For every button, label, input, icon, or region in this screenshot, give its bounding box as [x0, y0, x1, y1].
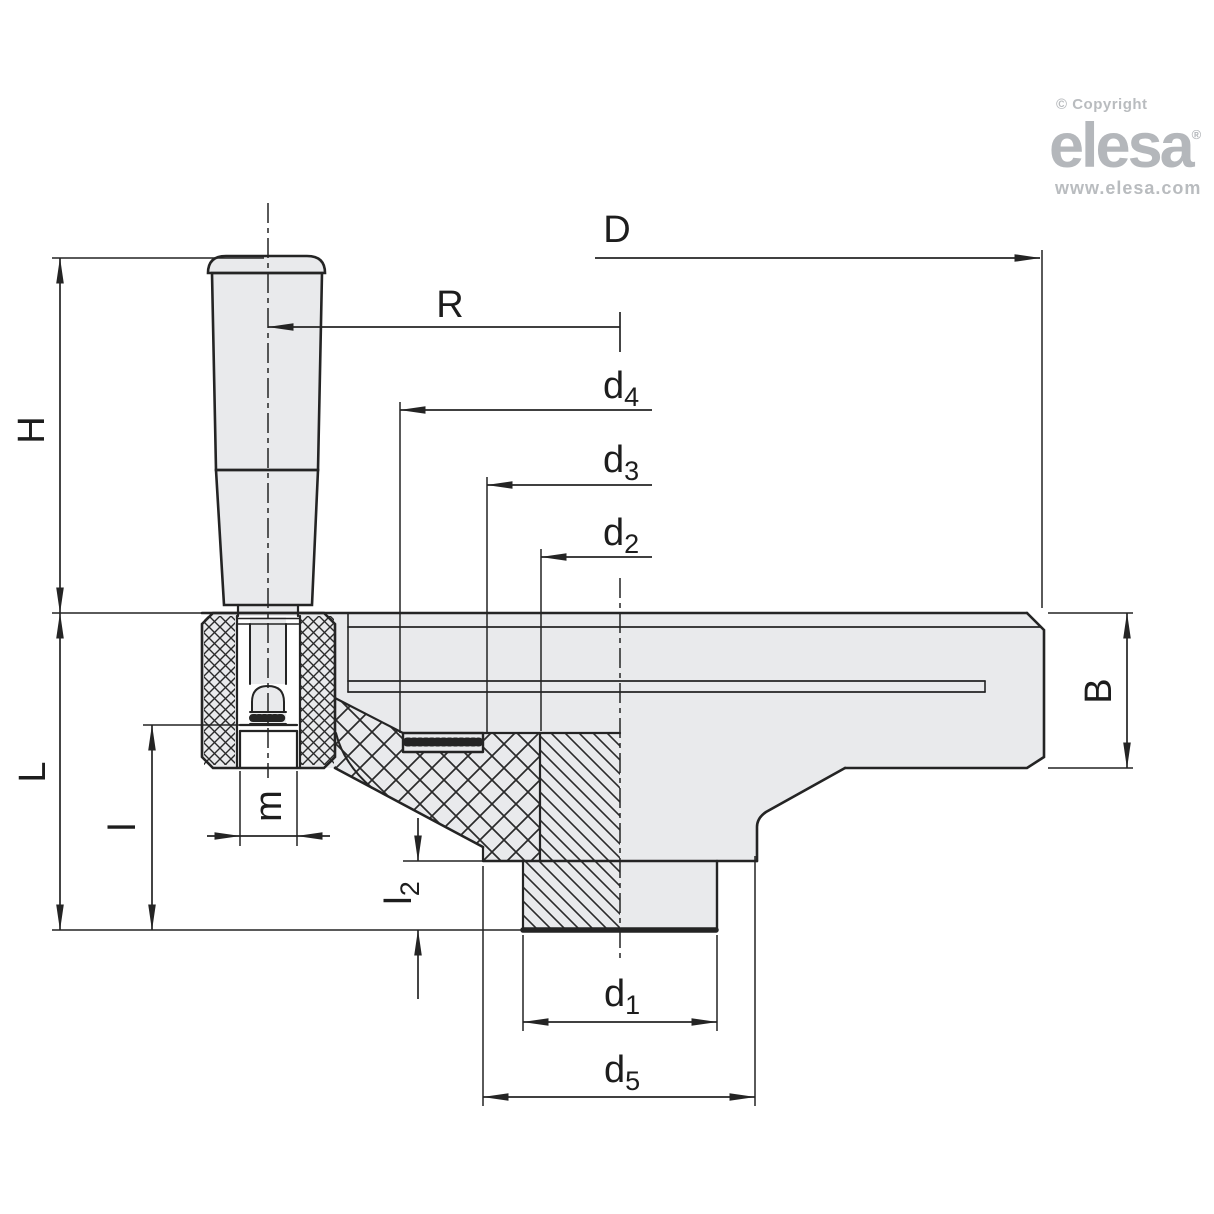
label-d3-sub: 3 — [624, 456, 639, 486]
label-d1: d1 — [604, 973, 640, 1020]
label-d1-sub: 1 — [625, 990, 640, 1020]
knurl-hatch-left — [204, 616, 235, 765]
web-top-slant — [333, 696, 405, 735]
label-L: L — [12, 761, 54, 782]
handle-upper — [212, 273, 322, 470]
stud-sides — [249, 623, 287, 685]
label-d4: d4 — [603, 365, 639, 412]
hub-channel-walls — [235, 614, 302, 770]
knurl-hatch-right — [301, 616, 334, 765]
dimension-H — [52, 257, 264, 614]
handwheel-body — [202, 256, 1044, 929]
boss-metal-hatch-upper — [540, 733, 620, 861]
label-d2-base: d — [603, 512, 624, 554]
label-l2-base: l — [378, 896, 420, 904]
label-d2-sub: 2 — [624, 529, 639, 559]
dimension-d1 — [522, 935, 718, 1031]
label-d3-base: d — [603, 439, 624, 481]
serrated-band-edges — [401, 731, 485, 754]
label-l2-sub: 2 — [395, 881, 425, 896]
hub-web-fillet — [335, 732, 373, 789]
label-d5-sub: 5 — [625, 1066, 640, 1096]
ext-lines — [1048, 612, 1133, 769]
dimension-B — [1048, 612, 1133, 769]
label-d2: d2 — [603, 512, 639, 559]
elesa-logo: elesa® — [1049, 110, 1201, 182]
dimension-l2 — [403, 818, 483, 999]
label-B: B — [1078, 678, 1120, 703]
label-D: D — [603, 209, 630, 251]
label-d5-base: d — [604, 1049, 625, 1091]
handle-cap-outline — [206, 254, 327, 275]
label-m: m — [248, 790, 290, 822]
handle-cap — [208, 256, 325, 273]
label-d5: d5 — [604, 1049, 640, 1096]
dimension-l — [143, 724, 240, 931]
dimension-L — [52, 612, 523, 931]
web-bottom-slope — [333, 766, 485, 849]
label-d4-sub: 4 — [624, 382, 639, 412]
handle-lower — [216, 470, 318, 605]
section-hatching — [204, 616, 620, 929]
dimension-d4 — [399, 402, 652, 733]
label-R: R — [436, 284, 463, 326]
dimension-labels: D R d4 d3 d2 H L B l m l2 d1 d5 — [11, 209, 1120, 1096]
boss-metal-hatch-lower — [523, 861, 620, 929]
label-l: l — [102, 823, 144, 831]
dimension-D — [595, 250, 1043, 608]
centerlines — [267, 203, 621, 963]
counterbore-walls — [238, 729, 299, 770]
label-d3: d3 — [603, 439, 639, 486]
website-text: www.elesa.com — [1055, 178, 1202, 198]
label-H: H — [11, 416, 53, 443]
label-l2: l2 — [378, 881, 425, 904]
handle-neck — [238, 605, 298, 618]
ext-lines — [482, 856, 756, 1106]
dimension-d2 — [540, 549, 652, 731]
handle-lower-outline — [214, 468, 320, 607]
copyright-text: © Copyright — [1056, 96, 1148, 113]
dimension-m — [207, 771, 330, 846]
web-right-profile — [755, 766, 847, 863]
dimension-d3 — [486, 477, 652, 733]
dimensions — [52, 250, 1133, 1106]
ext-lines — [522, 935, 718, 1031]
web-plastic-hatch — [335, 698, 540, 861]
hub-outline — [200, 611, 337, 770]
elesa-logo-text: elesa — [1049, 111, 1195, 181]
registered-mark: ® — [1191, 127, 1202, 142]
dimension-d5 — [482, 856, 756, 1106]
label-d1-base: d — [604, 973, 625, 1015]
dimension-R — [267, 312, 621, 352]
label-d4-base: d — [603, 365, 624, 407]
rim-right-profile — [843, 611, 1046, 770]
